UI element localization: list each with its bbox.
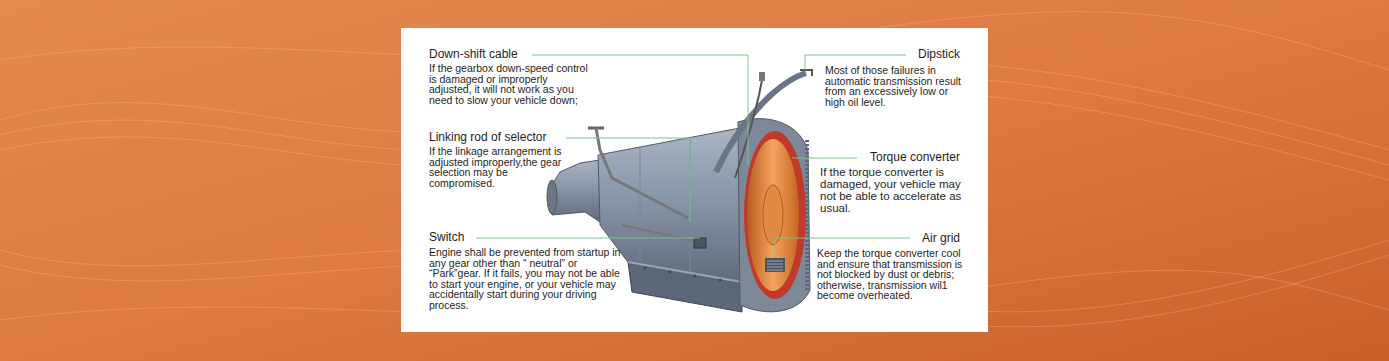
part-note: If the linkage arrangement is adjusted i… [429, 146, 574, 188]
part-name: Down-shift cable [429, 48, 518, 61]
part-note: Keep the torque converter cool and ensur… [817, 248, 971, 301]
part-name: Dipstick [918, 48, 960, 61]
part-name: Switch [429, 231, 464, 244]
part-note: Most of those failures in automatic tran… [825, 65, 965, 107]
part-note: If the gearbox down-speed control is dam… [429, 63, 589, 105]
part-name: Linking rod of selector [429, 131, 546, 144]
part-note: Engine shall be prevented from startup i… [429, 247, 625, 310]
part-name: Air grid [922, 232, 960, 245]
part-name: Torque converter [870, 151, 960, 164]
part-note: If the torque converter is damaged, your… [820, 166, 966, 214]
